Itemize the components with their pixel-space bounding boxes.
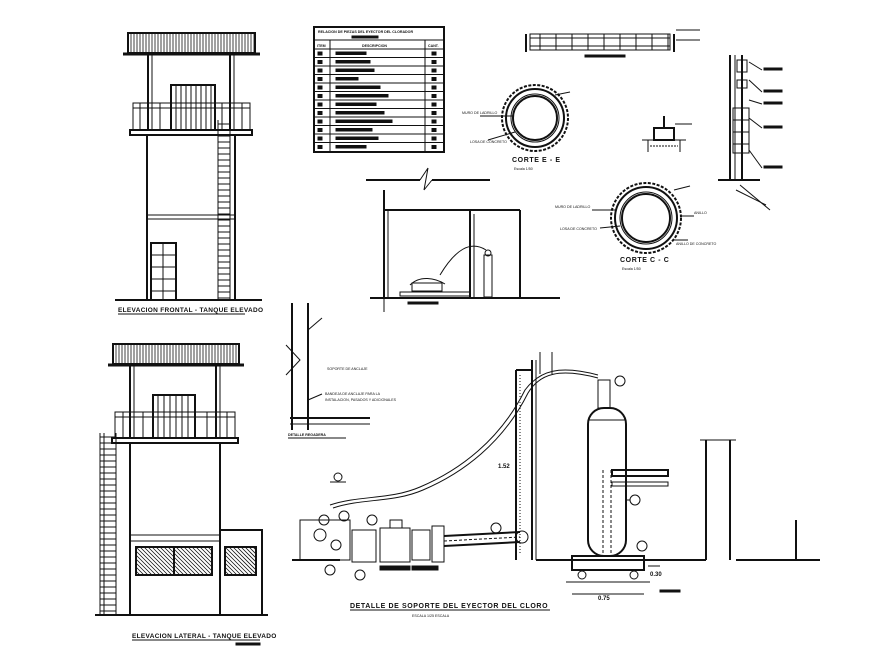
regadera-annot-2: BANDEJA DE ANCLAJE PARA LA	[325, 392, 381, 396]
regadera-annot-1: SOPORTE DE ANCLAJE	[327, 367, 368, 371]
side-elevation-title: ELEVACION LATERAL - TANQUE ELEVADO	[132, 633, 277, 640]
section-cc-title: CORTE C - C	[620, 257, 669, 264]
regadera-annot-3: INSTALACION, PASADOS Y ADICIONALES	[325, 398, 397, 402]
cc-label-wall: MURO DE LADRILLO	[555, 205, 591, 209]
dim-base-height: 0.30	[650, 572, 662, 578]
section-ee-title: CORTE E - E	[512, 157, 561, 164]
side-elevation-tower: ELEVACION LATERAL - TANQUE ELEVADO	[95, 343, 277, 646]
table-title: RELACION DE PIEZAS DEL EYECTOR DEL CLORA…	[318, 30, 413, 34]
front-elevation-title: ELEVACION FRONTAL - TANQUE ELEVADO	[118, 307, 263, 314]
beam-detail	[525, 29, 700, 58]
cc-label-ring: ANILLO	[694, 211, 707, 215]
ejector-support-detail: 1.52 0.30 0.75 DETALLE DE SOPORTE DEL EY…	[292, 352, 820, 618]
ee-label-slab: LOSA DE CONCRETO	[470, 140, 507, 144]
small-section-title: DETALLE REGADERA	[288, 433, 326, 437]
dim-base-width: 0.75	[598, 596, 610, 602]
small-wall-detail: SOPORTE DE ANCLAJE BANDEJA DE ANCLAJE PA…	[285, 303, 397, 439]
table-header-item: ITEM	[317, 44, 326, 48]
table-header-qty: CANT.	[428, 44, 439, 48]
main-detail-scale: ESCALA 1/25 ESCALA	[412, 614, 450, 618]
dim-height: 1.52	[498, 464, 510, 470]
front-elevation-tower: ELEVACION FRONTAL - TANQUE ELEVADO	[115, 32, 263, 315]
main-detail-title: DETALLE DE SOPORTE DEL EYECTOR DEL CLORO	[350, 603, 548, 610]
wall-section-detail	[718, 55, 783, 211]
parts-table: RELACION DE PIEZAS DEL EYECTOR DEL CLORA…	[313, 26, 445, 153]
section-ee: MURO DE LADRILLO LOSA DE CONCRETO CORTE …	[462, 84, 571, 171]
booth-section	[366, 167, 560, 312]
table-header-description: DESCRIPCION	[362, 44, 387, 48]
ee-label-wall: MURO DE LADRILLO	[462, 111, 498, 115]
cc-label-concrete-ring: ANILLO DE CONCRETO	[676, 242, 716, 246]
small-detail	[642, 116, 692, 152]
cc-label-slab: LOSA DE CONCRETO	[560, 227, 597, 231]
section-cc: MURO DE LADRILLO LOSA DE CONCRETO ANILLO…	[555, 182, 716, 271]
section-cc-scale: Escala 1/50	[622, 267, 641, 271]
section-ee-scale: Escala 1/50	[514, 167, 533, 171]
